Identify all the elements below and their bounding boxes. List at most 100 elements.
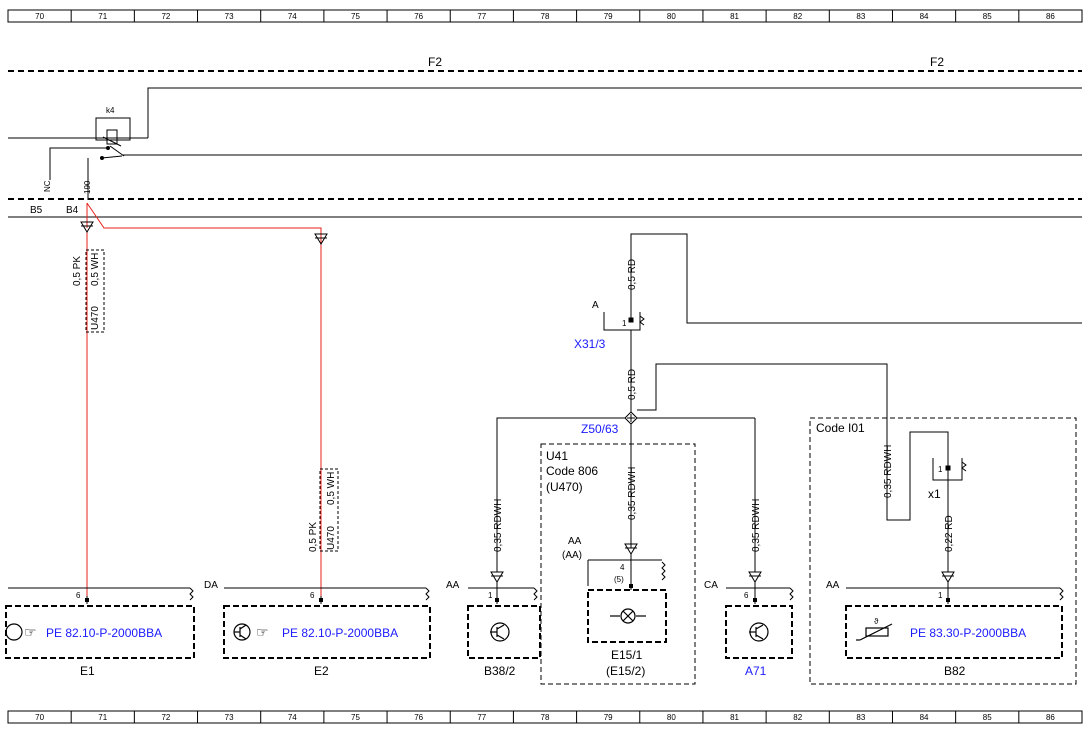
- wire-label-rdwh-b38: 0,35 RDWH: [493, 499, 504, 552]
- grid-ruler-top: 70 71 72 73 74 75 76 77 78 79 80 81 82 83 84 85 86: [7, 9, 1083, 23]
- code-i01-label: Code I01: [816, 421, 865, 435]
- e15-pin2: (5): [614, 575, 624, 584]
- connector-x31-3: [603, 312, 645, 331]
- a71-plug: CA: [704, 580, 718, 591]
- grid-column-label: 70: [35, 713, 44, 722]
- u41-line1: U41: [546, 449, 568, 463]
- b82-reference-link[interactable]: PE 83.30-P-2000BBA: [910, 626, 1026, 640]
- grid-column-label: 85: [983, 713, 992, 722]
- grid-column-label: 77: [477, 713, 486, 722]
- grid-column-label: 70: [35, 12, 44, 21]
- grid-column-label: 72: [161, 713, 170, 722]
- grid-column-label: 83: [856, 713, 865, 722]
- grid-column-label: 80: [667, 713, 676, 722]
- grid-column-label: 74: [288, 12, 297, 21]
- wire-label-rd-mid: 0,5 RD: [627, 369, 638, 400]
- wire-label-e2-wh: 0,5 WH: [326, 472, 337, 505]
- fuse-label-left: F2: [428, 55, 442, 69]
- grid-column-label: 83: [856, 12, 865, 21]
- wire-network-right: [496, 233, 1082, 572]
- grid-column-label: 76: [414, 12, 423, 21]
- transistor-icon: [5, 622, 769, 642]
- grid-column-label: 82: [793, 12, 802, 21]
- b82-name: B82: [944, 664, 966, 678]
- grid-column-label: 79: [604, 713, 613, 722]
- z50-label: Z50/63: [581, 422, 619, 436]
- e15-pin: 4: [620, 563, 625, 572]
- arrow-markers-bottom: [490, 543, 955, 583]
- e15-plug: AA: [568, 536, 582, 547]
- e1-name: E1: [80, 664, 95, 678]
- wire-label-e1-pk: 0,5 PK: [72, 256, 83, 286]
- relay-pin-b5: B5: [30, 205, 43, 216]
- grid-column-label: 80: [667, 12, 676, 21]
- grid-column-label: 75: [351, 12, 360, 21]
- grid-column-label: 86: [1046, 12, 1055, 21]
- x1-label: x1: [928, 487, 941, 501]
- relay-pin-nc: NC: [43, 180, 52, 192]
- b82-plug: AA: [826, 580, 840, 591]
- a71-name[interactable]: A71: [745, 664, 767, 678]
- x31-pin: 1: [622, 319, 627, 328]
- e1-reference-link[interactable]: PE 82.10-P-2000BBA: [46, 626, 162, 640]
- grid-column-label: 81: [730, 12, 739, 21]
- grid-column-label: 76: [414, 713, 423, 722]
- e2-reference-link[interactable]: PE 82.10-P-2000BBA: [282, 626, 398, 640]
- grid-column-label: 85: [983, 12, 992, 21]
- arrow-markers-top: [80, 221, 328, 245]
- x1-pin: 1: [938, 465, 943, 474]
- x31-side-a: A: [592, 300, 599, 311]
- hand-pointer-icon[interactable]: ☞: [256, 624, 269, 640]
- relay-label: k4: [106, 106, 115, 115]
- wire-label-rd-top: 0,5 RD: [627, 259, 638, 290]
- theta-symbol: ϑ: [874, 617, 879, 626]
- relay-pin-190: 190: [83, 180, 92, 194]
- e1-pin: 6: [76, 591, 81, 600]
- pin-marks: [85, 584, 950, 602]
- grid-column-label: 86: [1046, 713, 1055, 722]
- lamp-icon: [610, 608, 646, 624]
- wire-label-rd-b82: 0,22 RD: [944, 515, 955, 552]
- b38-name: B38/2: [484, 664, 516, 678]
- e15-name2: (E15/2): [606, 664, 645, 678]
- relay-k4: [8, 87, 1082, 200]
- u41-line3: (U470): [546, 480, 583, 494]
- grid-column-label: 77: [477, 12, 486, 21]
- e2-pin: 6: [310, 591, 315, 600]
- group-u41: [540, 443, 696, 685]
- hand-pointer-icon[interactable]: ☞: [24, 624, 37, 640]
- wire-label-e2-twist: U470: [326, 526, 337, 550]
- temperature-sensor-icon: [856, 623, 893, 641]
- group-code-i01: [809, 417, 1077, 685]
- grid-column-label: 84: [920, 12, 929, 21]
- splice-z50-63: [624, 411, 638, 425]
- plug-strips: [8, 554, 1064, 604]
- grid-column-label: 81: [730, 713, 739, 722]
- grid-column-label: 73: [225, 12, 234, 21]
- u41-line2: Code 806: [546, 464, 598, 478]
- grid-column-label: 79: [604, 12, 613, 21]
- grid-column-label: 82: [793, 713, 802, 722]
- grid-column-label: 73: [225, 713, 234, 722]
- grid-column-label: 71: [98, 12, 107, 21]
- wire-label-e1-twist: U470: [90, 306, 101, 330]
- wire-label-rdwh-a71: 0,35 RDWH: [751, 499, 762, 552]
- wire-label-e2-pk: 0,5 PK: [308, 522, 319, 552]
- connector-x1: [932, 458, 967, 481]
- wire-label-rdwh-b82: 0,35 RDWH: [883, 445, 894, 498]
- b38-plug: AA: [446, 580, 460, 591]
- e15-name: E15/1: [611, 648, 643, 662]
- b38-pin: 1: [488, 591, 493, 600]
- e15-plug2: (AA): [562, 550, 582, 561]
- component-boxes: [5, 589, 1063, 659]
- grid-column-label: 78: [541, 12, 550, 21]
- fuse-label-right: F2: [930, 55, 944, 69]
- b82-pin: 1: [938, 591, 943, 600]
- grid-column-label: 74: [288, 713, 297, 722]
- wire-label-e1-wh: 0,5 WH: [90, 253, 101, 286]
- relay-pin-b4: B4: [66, 205, 79, 216]
- a71-pin: 6: [744, 591, 749, 600]
- grid-column-label: 72: [161, 12, 170, 21]
